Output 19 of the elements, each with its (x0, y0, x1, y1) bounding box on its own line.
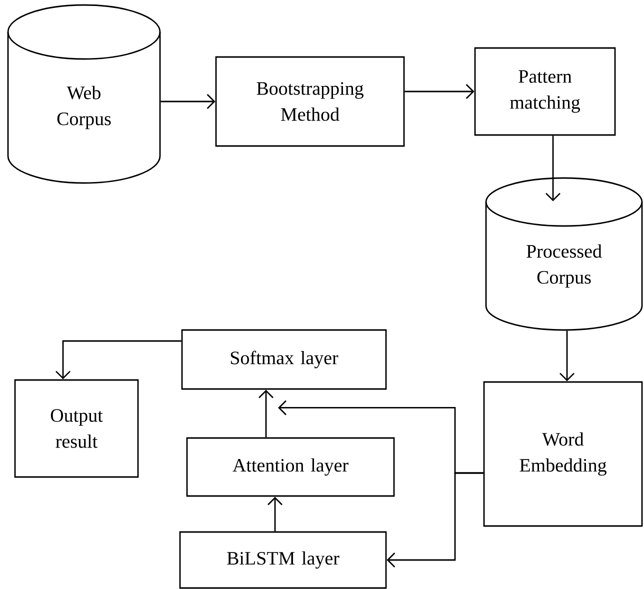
arrow (258, 390, 274, 438)
process-box: Output result (14, 379, 139, 478)
process-box: Softmax layer (181, 329, 387, 390)
database-cylinder: Processed Corpus (485, 177, 643, 331)
arrow (56, 340, 182, 380)
process-box: BiLSTM layer (179, 531, 387, 589)
database-cylinder: Web Corpus (7, 4, 161, 184)
arrow (560, 330, 574, 382)
arrow (404, 84, 474, 99)
node-label: Web Corpus (57, 86, 111, 130)
arrow (160, 94, 216, 109)
arrow (268, 496, 282, 532)
arrow (386, 472, 484, 568)
process-box: Bootstrapping Method (215, 56, 405, 147)
process-box: Word Embedding (483, 381, 643, 527)
process-box: Pattern matching (474, 47, 616, 136)
process-box: Attention layer (186, 437, 395, 497)
arrow (546, 136, 560, 202)
node-label: Processed Corpus (526, 244, 602, 288)
